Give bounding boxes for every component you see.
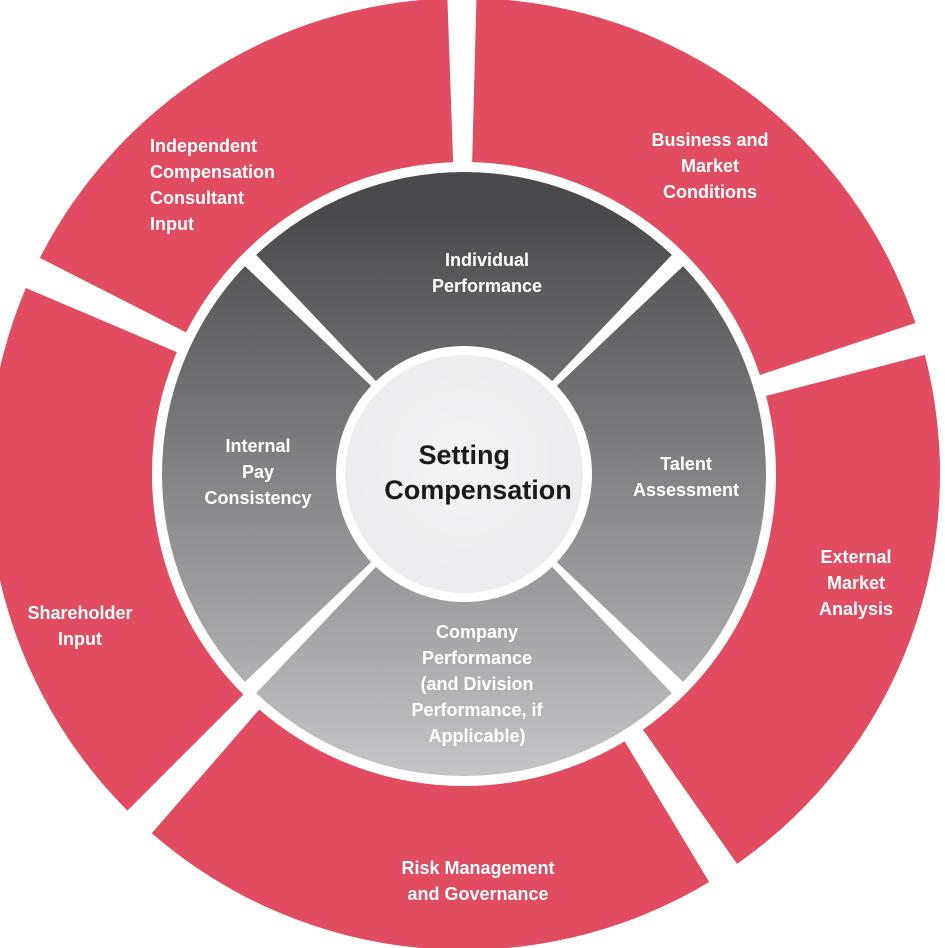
inner-segment-individual-performance <box>256 172 672 382</box>
inner-label-individual-performance-line: Performance <box>432 276 542 296</box>
inner-label-company-performance-line: Company <box>436 622 518 642</box>
outer-label-business-and-market-conditions-line: Market <box>681 156 739 176</box>
outer-segment-risk-management-and-governance <box>151 709 710 948</box>
outer-segment-external-market-analysis <box>642 354 940 864</box>
inner-label-internal-pay-consistency-line: Consistency <box>204 488 311 508</box>
center-label-line: Setting <box>418 440 510 470</box>
outer-label-independent-compensation-consultant-input-line: Independent <box>150 136 257 156</box>
inner-label-company-performance-line: Performance <box>422 648 532 668</box>
outer-label-independent-compensation-consultant-input-line: Input <box>150 214 194 234</box>
center-label-line: Compensation <box>384 475 572 505</box>
outer-label-external-market-analysis-line: External <box>820 547 891 567</box>
inner-ring <box>162 172 766 776</box>
inner-label-talent-assessment-line: Assessment <box>633 480 739 500</box>
outer-label-shareholder-input-line: Input <box>58 629 102 649</box>
inner-label-individual-performance-line: Individual <box>445 250 529 270</box>
inner-segment-talent-assessment <box>556 266 766 682</box>
center-circle <box>345 355 583 593</box>
outer-label-business-and-market-conditions-line: Business and <box>651 130 768 150</box>
center-label: Setting Compensation <box>384 440 572 505</box>
inner-label-company-performance-line: Applicable) <box>428 726 525 746</box>
outer-label-external-market-analysis-line: Market <box>827 573 885 593</box>
outer-label-independent-compensation-consultant-input-line: Compensation <box>150 162 275 182</box>
inner-label-company-performance-line: (and Division <box>420 674 533 694</box>
outer-label-independent-compensation-consultant-input-line: Consultant <box>150 188 244 208</box>
inner-label-company-performance-line: Performance, if <box>411 700 543 720</box>
inner-label-internal-pay-consistency-line: Internal <box>225 436 290 456</box>
center-hub: Setting Compensation <box>345 355 583 593</box>
outer-label-shareholder-input-line: Shareholder <box>27 603 132 623</box>
outer-label-risk-management-and-governance-line: and Governance <box>407 884 548 904</box>
outer-label-business-and-market-conditions-line: Conditions <box>663 182 757 202</box>
outer-segment-business-and-market-conditions <box>472 0 916 376</box>
outer-segment-shareholder-input <box>0 288 244 811</box>
inner-segment-company-performance <box>256 566 672 776</box>
outer-segment-independent-compensation-consultant-input <box>39 0 454 333</box>
outer-label-risk-management-and-governance: Risk Management and Governance <box>401 858 554 904</box>
inner-label-talent-assessment-line: Talent <box>660 454 712 474</box>
outer-label-external-market-analysis-line: Analysis <box>819 599 893 619</box>
inner-label-internal-pay-consistency-line: Pay <box>242 462 274 482</box>
inner-segment-internal-pay-consistency <box>162 266 372 682</box>
outer-label-risk-management-and-governance-line: Risk Management <box>401 858 554 878</box>
